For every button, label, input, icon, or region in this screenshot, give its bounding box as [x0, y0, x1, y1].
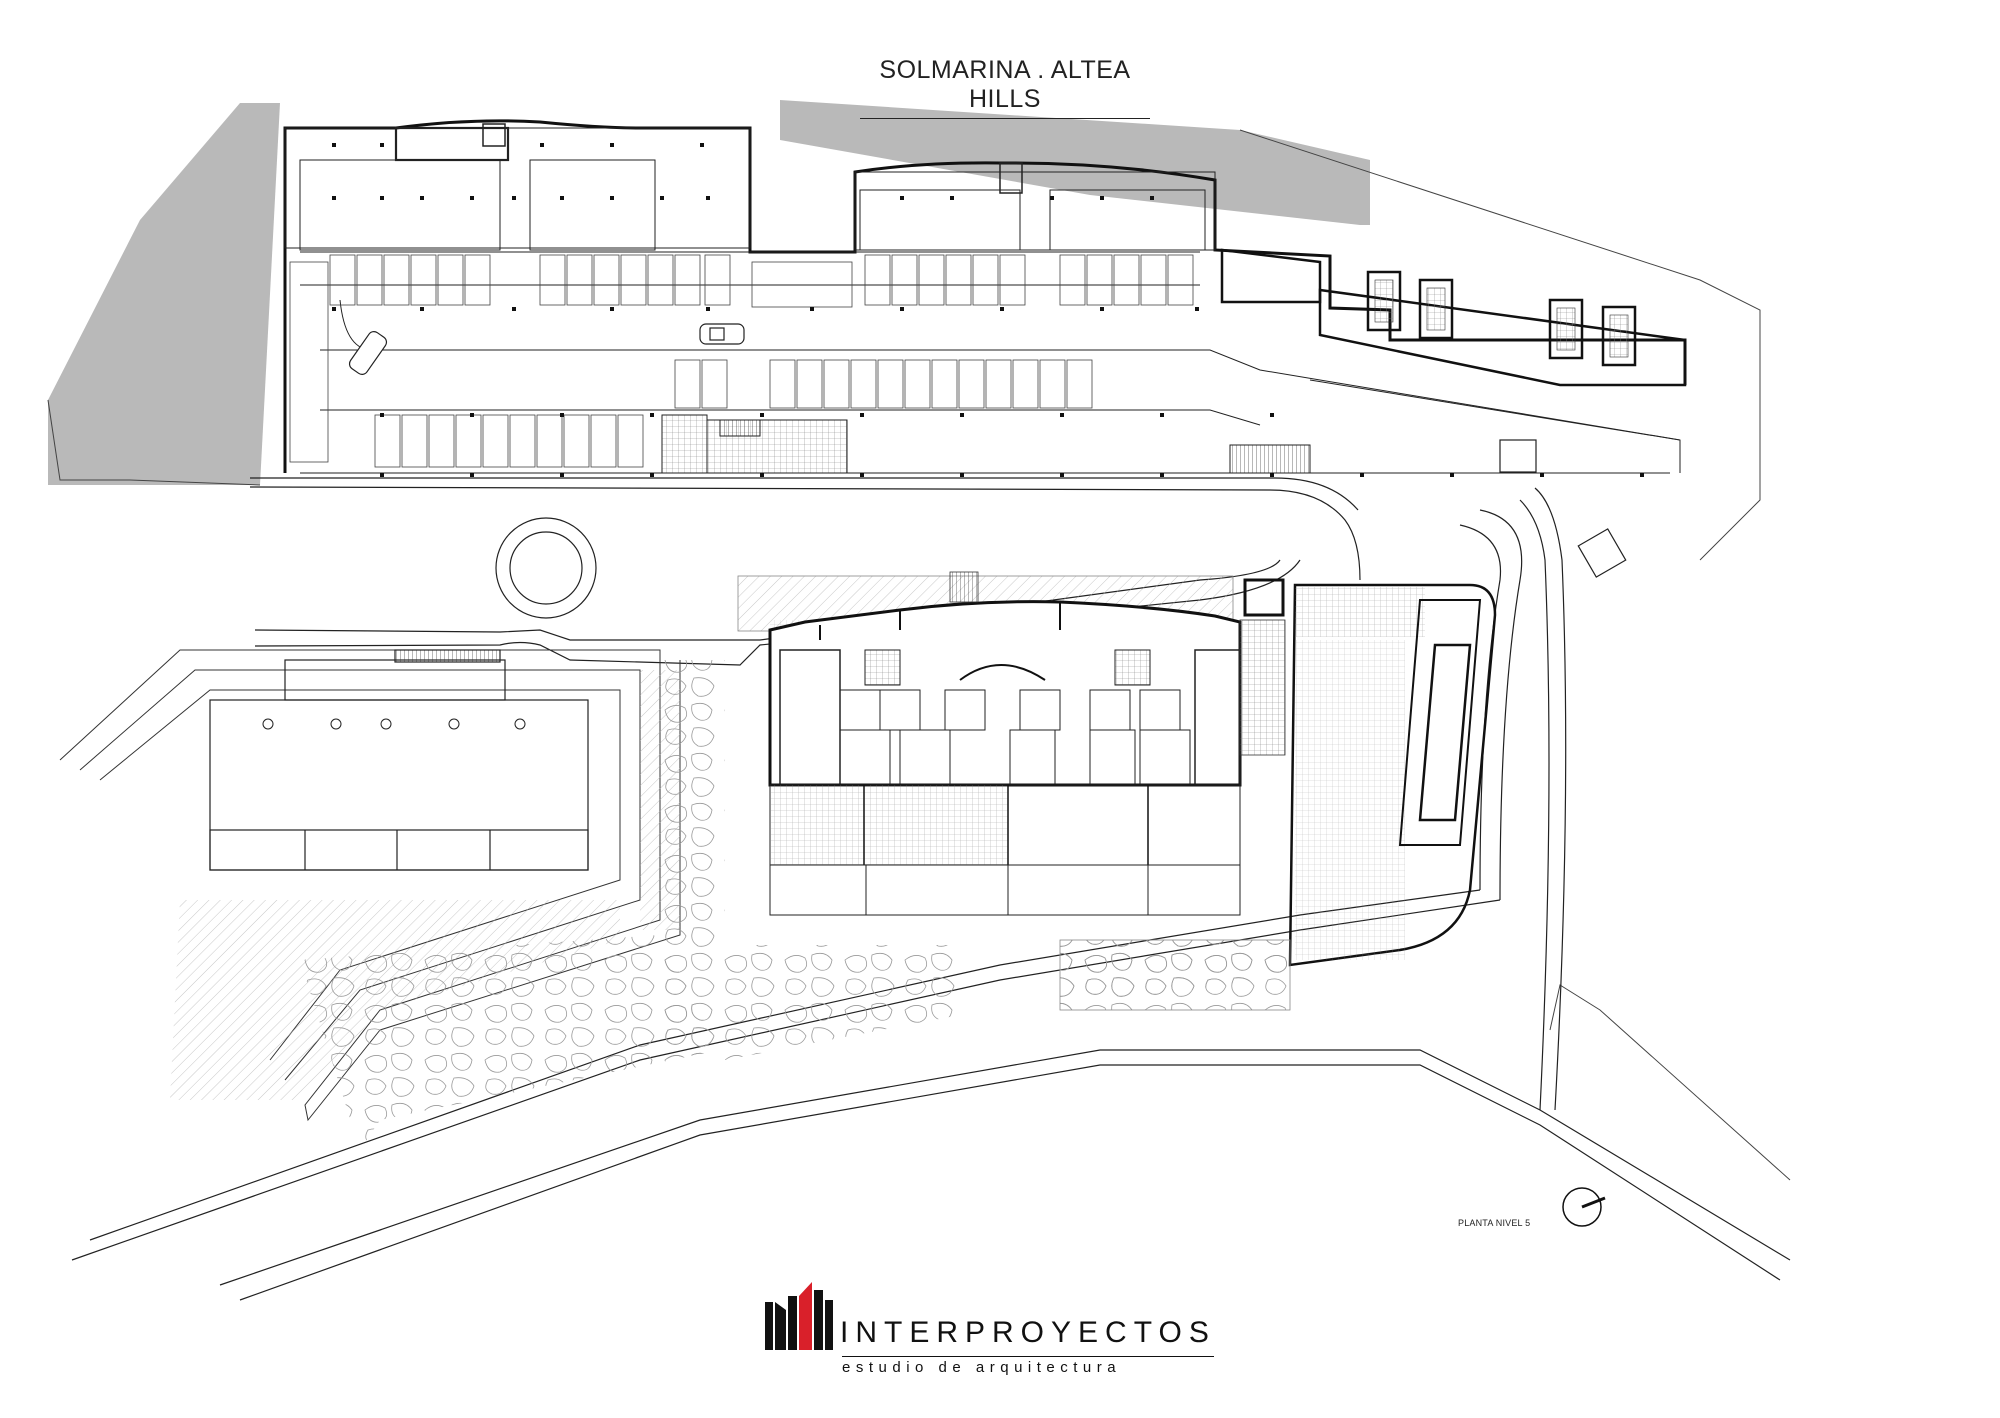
parking-garage: [283, 119, 1687, 473]
roads: [71, 477, 1791, 1301]
west-building: [209, 649, 589, 871]
interproyectos-logo-mark: [765, 1282, 833, 1350]
pool-deck: [1288, 583, 1497, 967]
parking-stalls: [289, 254, 1194, 468]
plan-level-label: PLANTA NIVEL 5: [1458, 1218, 1531, 1228]
drawing-title: SOLMARINA . ALTEA HILLS: [860, 56, 1150, 119]
east-stairs: [1374, 279, 1629, 358]
brand-name: INTERPROYECTOS: [840, 1316, 1216, 1349]
main-apartment-building: [737, 571, 1286, 916]
terrain-fill: [48, 100, 1370, 485]
north-arrow-icon: [1562, 1187, 1606, 1227]
car-icon: [348, 323, 745, 376]
roundabout: [495, 517, 597, 619]
stone-paving: [1059, 939, 1291, 1011]
brand-tagline: estudio de arquitectura: [842, 1356, 1214, 1376]
utility-kiosks: [1499, 439, 1627, 578]
site-boundary: [47, 129, 1791, 1181]
structural-columns: [332, 143, 1644, 477]
parking-core: [661, 414, 1311, 474]
parking-interior: [284, 123, 1681, 474]
